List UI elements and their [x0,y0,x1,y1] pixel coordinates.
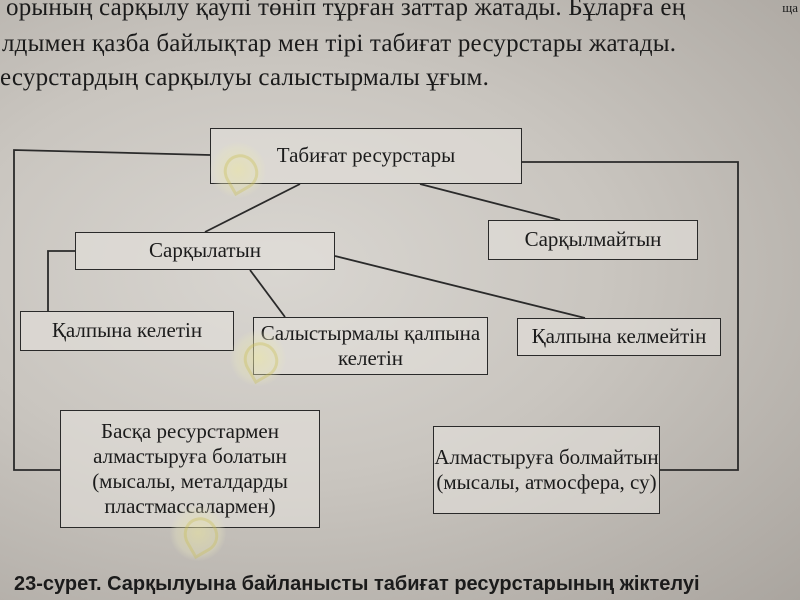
line-exhaustible-nonrenewable [334,255,586,319]
watermark-logo-icon [230,330,286,386]
text-line-1: орының сарқылу қаупі төніп тұрған заттар… [6,0,686,21]
node-nonexhaustible: Сарқылмайтын [488,220,698,260]
text-line-2: лдымен қазба байлықтар мен тірі табиғат … [2,30,677,57]
node-exhaustible: Сарқылатын [75,232,335,270]
line-root-replaceable [13,149,211,471]
line-root-nonreplaceable [522,161,739,471]
node-nonrenewable: Қалпына келмейтін [517,318,721,356]
watermark-logo-icon [170,505,226,561]
text-line-3: есурстардың сарқылуы салыстырмалы ұғым. [0,64,490,91]
watermark-logo-icon [210,142,266,198]
figure-caption: 23-сурет. Сарқылуына байланысты табиғат … [14,573,700,595]
node-relatively-renewable: Салыстырмалы қалпына келетін [253,317,488,375]
node-renewable: Қалпына келетін [20,311,234,351]
line-root-exhaustible [204,183,301,233]
node-nonreplaceable: Алмастыруға болмайтын (мысалы, атмосфера… [433,426,660,514]
line-exhaustible-renewable [47,250,75,311]
corner-fragment: ща [782,0,798,15]
line-exhaustible-relrenew [249,269,286,318]
line-root-nonexhaustible [419,183,561,221]
